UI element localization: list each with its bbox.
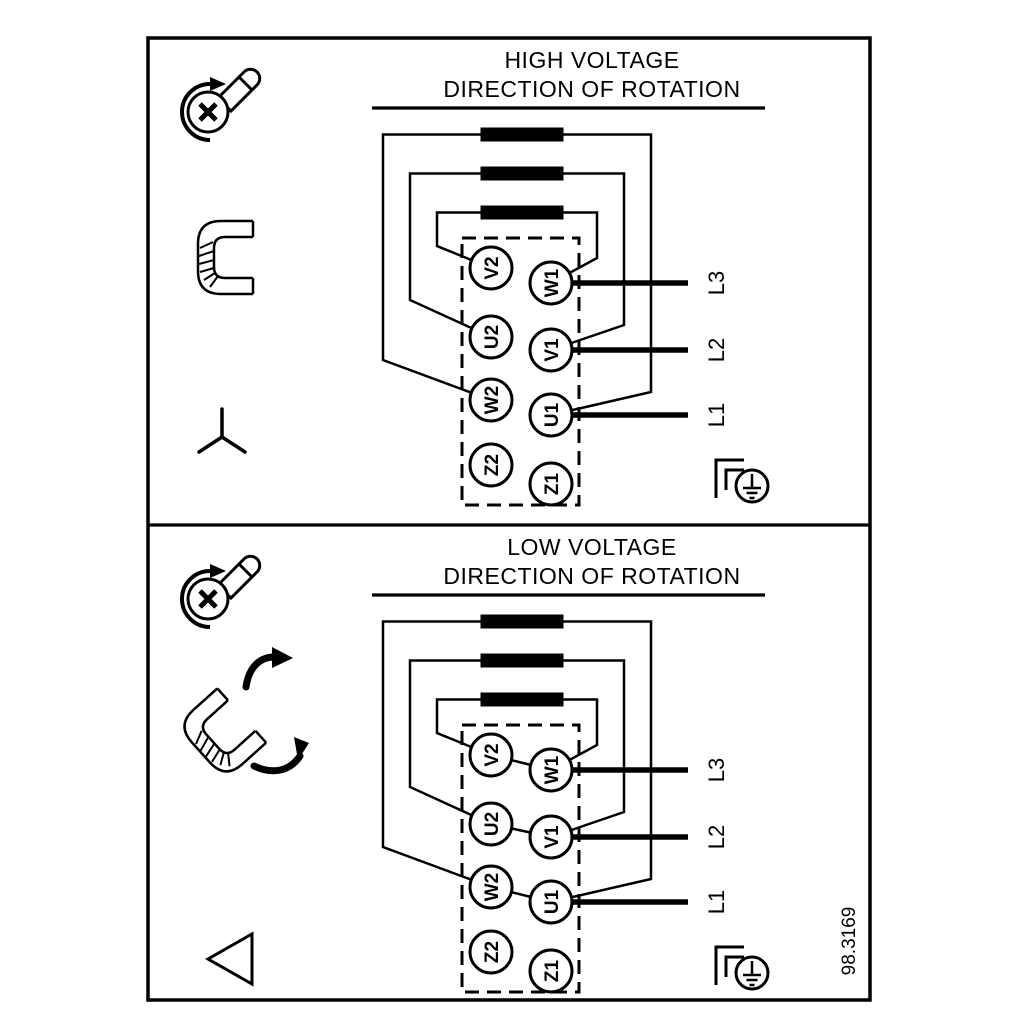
jumper-bars [480, 127, 564, 220]
terminal-z1 [528, 461, 574, 507]
terminal-w2 [468, 377, 514, 423]
jumper-bars [480, 614, 564, 707]
terminal-w1 [528, 747, 574, 793]
terminal-label-u1: U1 [542, 889, 563, 914]
terminals: V2 U2 W2 Z2 W1 V1 U1 Z1 [468, 732, 574, 994]
phase-label-l1: L1 [704, 403, 729, 427]
terminal-w2 [468, 864, 514, 910]
phase-label-l1: L1 [704, 890, 729, 914]
phase-label-l2: L2 [704, 338, 729, 362]
panel-subtitle: DIRECTION OF ROTATION [443, 76, 740, 102]
phase-labels: L3 L2 L1 [704, 758, 729, 914]
terminal-v1 [528, 327, 574, 373]
terminal-label-z2: Z2 [482, 454, 503, 476]
phase-labels: L3 L2 L1 [704, 271, 729, 427]
terminal-u2 [468, 314, 514, 360]
panel-title: LOW VOLTAGE [507, 534, 677, 560]
terminals: V2 U2 W2 Z2 W1 V1 U1 Z1 [468, 245, 574, 507]
terminal-label-u2: U2 [482, 812, 503, 836]
phase-label-l3: L3 [704, 271, 729, 295]
terminal-v1 [528, 814, 574, 860]
terminal-label-z1: Z1 [542, 959, 563, 982]
terminal-label-z1: Z1 [542, 472, 563, 495]
terminal-block [460, 723, 581, 994]
terminal-z2 [468, 442, 514, 488]
terminal-label-v1: V1 [542, 825, 563, 849]
phase-lines [551, 280, 688, 418]
terminal-label-w2: W2 [482, 386, 503, 415]
delta-connection-icon [204, 931, 254, 987]
terminal-v2 [468, 245, 514, 291]
terminal-block [460, 236, 581, 507]
phase-label-l2: L2 [704, 825, 729, 849]
phase-lines [551, 767, 688, 905]
terminal-label-v2: V2 [482, 743, 503, 766]
terminal-label-w1: W1 [542, 268, 563, 297]
terminal-label-u1: U1 [542, 402, 563, 427]
terminal-z2 [468, 929, 514, 975]
low-voltage-panel: LOW VOLTAGE DIRECTION OF ROTATION [175, 534, 770, 994]
panel-title: HIGH VOLTAGE [504, 47, 679, 73]
terminal-label-u2: U2 [482, 325, 503, 349]
terminal-u1 [528, 392, 574, 438]
panel-subtitle: DIRECTION OF ROTATION [443, 563, 740, 589]
diagram-frame [146, 36, 872, 1002]
jumper-remove-icon [175, 647, 309, 781]
terminal-z1 [528, 948, 574, 994]
star-connection-icon [197, 407, 247, 454]
terminal-v2 [468, 732, 514, 778]
terminal-label-v2: V2 [482, 256, 503, 279]
terminal-u1 [528, 879, 574, 925]
phase-label-l3: L3 [704, 758, 729, 782]
terminal-u2 [468, 801, 514, 847]
high-voltage-panel: HIGH VOLTAGE DIRECTION OF ROTATION [182, 47, 770, 507]
terminal-label-v1: V1 [542, 338, 563, 362]
figure-number: 98.3169 [839, 907, 860, 976]
terminal-w1 [528, 260, 574, 306]
terminal-label-z2: Z2 [482, 941, 503, 963]
terminal-label-w2: W2 [482, 873, 503, 902]
terminal-label-w1: W1 [542, 755, 563, 784]
